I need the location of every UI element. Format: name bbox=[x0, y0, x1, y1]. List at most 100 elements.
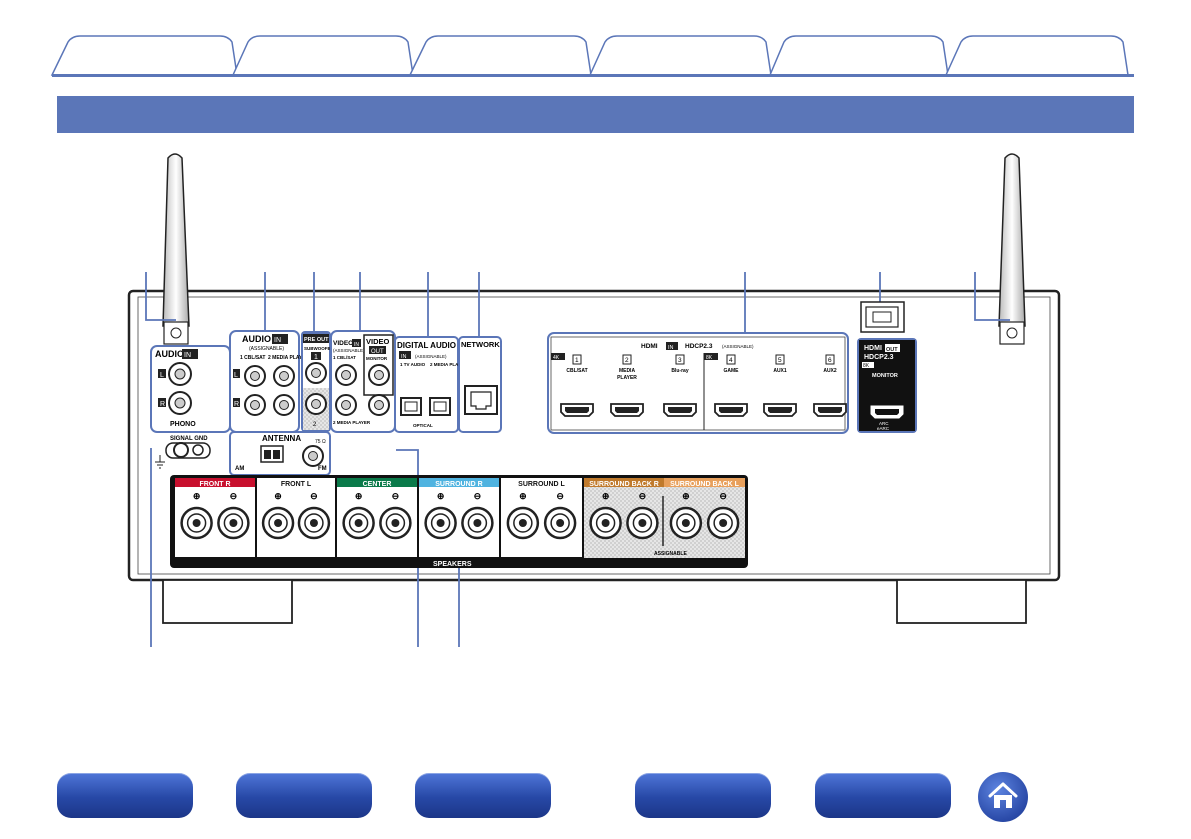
svg-text:R: R bbox=[160, 401, 165, 408]
svg-text:L: L bbox=[234, 372, 238, 379]
svg-text:⊕: ⊕ bbox=[437, 491, 445, 501]
svg-text:OUT: OUT bbox=[886, 347, 898, 353]
home-button[interactable] bbox=[978, 772, 1028, 822]
nav-button-4[interactable] bbox=[635, 773, 771, 818]
svg-text:HDMI: HDMI bbox=[641, 343, 658, 350]
audio-in-phono-group: AUDIO IN L R PHONO bbox=[150, 345, 231, 433]
hdmi-input-label: CBL/SAT bbox=[566, 368, 587, 374]
speakers-label: SPEAKERS bbox=[433, 561, 472, 568]
svg-text:⊖: ⊖ bbox=[310, 491, 318, 501]
speaker-group-label: SURROUND BACK R bbox=[589, 481, 659, 488]
nav-button-1[interactable] bbox=[57, 773, 193, 818]
speaker-groups: FRONT R⊕⊖FRONT L⊕⊖CENTER⊕⊖SURROUND R⊕⊖SU… bbox=[175, 478, 745, 557]
tab-3[interactable] bbox=[408, 35, 592, 76]
nav-button-3[interactable] bbox=[415, 773, 551, 818]
svg-text:⊖: ⊖ bbox=[556, 491, 564, 501]
svg-text:R: R bbox=[234, 401, 239, 408]
speaker-group-label: SURROUND L bbox=[518, 481, 565, 488]
svg-text:IN: IN bbox=[354, 342, 359, 348]
speaker-group-2: FRONT L⊕⊖ bbox=[257, 478, 335, 557]
tab-1[interactable] bbox=[50, 35, 238, 76]
svg-text:IN: IN bbox=[401, 354, 407, 360]
hdmi-in-group: HDMI IN HDCP2.3 (ASSIGNABLE) 4K 8K bbox=[547, 332, 849, 434]
svg-text:OPTICAL: OPTICAL bbox=[413, 423, 433, 428]
svg-text:4: 4 bbox=[729, 357, 733, 364]
section-title-bar bbox=[57, 96, 1134, 133]
svg-text:⊕: ⊕ bbox=[519, 491, 527, 501]
callout-lines bbox=[145, 272, 1010, 647]
svg-text:8K: 8K bbox=[706, 355, 713, 361]
svg-text:VIDEO: VIDEO bbox=[366, 337, 390, 346]
home-icon bbox=[988, 782, 1018, 808]
svg-text:1: 1 bbox=[314, 354, 318, 361]
svg-text:MONITOR: MONITOR bbox=[366, 356, 388, 361]
hdmi-input-label: PLAYER bbox=[617, 375, 637, 381]
svg-text:ASSIGNABLE: ASSIGNABLE bbox=[654, 551, 687, 557]
svg-text:SIGNAL GND: SIGNAL GND bbox=[170, 436, 208, 442]
svg-text:⊖: ⊖ bbox=[392, 491, 400, 501]
svg-text:⊕: ⊕ bbox=[682, 491, 690, 501]
rear-panel-diagram: AUDIO IN L R PHONO AUDIO IN (ASSIGNABLE)… bbox=[127, 153, 1061, 647]
svg-text:FM: FM bbox=[318, 466, 327, 472]
svg-text:1 CBL/SAT: 1 CBL/SAT bbox=[240, 355, 265, 361]
speaker-group-1: FRONT R ⊕ ⊖ bbox=[175, 478, 255, 557]
svg-text:2 MEDIA PLAYER: 2 MEDIA PLAYER bbox=[430, 362, 468, 367]
speaker-group-label: FRONT R bbox=[199, 481, 230, 488]
svg-text:IN: IN bbox=[668, 345, 674, 351]
nav-button-2[interactable] bbox=[236, 773, 372, 818]
svg-text:⊖: ⊖ bbox=[230, 491, 238, 501]
svg-text:⊕: ⊕ bbox=[193, 491, 201, 501]
speaker-group-4: SURROUND R⊕⊖ bbox=[419, 478, 499, 557]
svg-text:⊕: ⊕ bbox=[355, 491, 363, 501]
svg-text:⊖: ⊖ bbox=[639, 491, 647, 501]
svg-text:NETWORK: NETWORK bbox=[461, 340, 500, 349]
svg-text:5: 5 bbox=[778, 357, 782, 364]
svg-text:IN: IN bbox=[274, 337, 281, 344]
hdmi-input-label: AUX1 bbox=[773, 368, 787, 374]
hdmi-input-label: GAME bbox=[724, 368, 740, 374]
antenna-terminal-group: ANTENNA AM FM 75 Ω bbox=[229, 431, 331, 476]
svg-text:IN: IN bbox=[184, 352, 191, 359]
svg-text:SUBWOOFER: SUBWOOFER bbox=[304, 346, 334, 351]
speaker-group-7: SURROUND BACK L⊕⊖ bbox=[664, 478, 745, 540]
svg-text:⊕: ⊕ bbox=[602, 491, 610, 501]
tab-2[interactable] bbox=[231, 35, 414, 76]
tab-5[interactable] bbox=[768, 35, 949, 76]
svg-text:DIGITAL AUDIO: DIGITAL AUDIO bbox=[397, 341, 456, 350]
svg-text:3: 3 bbox=[678, 357, 682, 364]
svg-text:MONITOR: MONITOR bbox=[872, 373, 898, 379]
svg-text:HDCP2.3: HDCP2.3 bbox=[685, 343, 713, 350]
video-group: VIDEO IN (ASSIGNABLE) 1 CBL/SAT 2 MEDIA … bbox=[330, 330, 396, 433]
svg-text:2: 2 bbox=[625, 357, 629, 364]
nav-button-5[interactable] bbox=[815, 773, 951, 818]
top-tabs bbox=[50, 35, 1134, 77]
audio-in-title: AUDIO bbox=[155, 349, 184, 359]
speaker-group-label: SURROUND R bbox=[435, 481, 482, 488]
svg-text:4K: 4K bbox=[553, 355, 560, 361]
power-inlet-icon bbox=[860, 301, 905, 333]
svg-text:HDCP2.3: HDCP2.3 bbox=[864, 354, 894, 361]
speaker-group-3: CENTER⊕⊖ bbox=[337, 478, 417, 557]
feet bbox=[162, 579, 1027, 624]
hdmi-input-label: Blu-ray bbox=[671, 368, 688, 374]
svg-text:(ASSIGNABLE): (ASSIGNABLE) bbox=[249, 346, 284, 352]
hdmi-out-group: HDMI OUT HDCP2.3 8K MONITOR ARC eARC bbox=[857, 338, 917, 433]
antenna-right-icon bbox=[998, 153, 1026, 345]
tab-4[interactable] bbox=[588, 35, 772, 76]
svg-text:(ASSIGNABLE): (ASSIGNABLE) bbox=[415, 354, 447, 359]
svg-text:L: L bbox=[160, 372, 164, 379]
svg-text:1 CBL/SAT: 1 CBL/SAT bbox=[333, 355, 356, 360]
speaker-group-label: SURROUND BACK L bbox=[670, 481, 740, 488]
svg-text:eARC: eARC bbox=[877, 426, 890, 431]
tab-6[interactable] bbox=[944, 35, 1129, 76]
svg-text:2: 2 bbox=[313, 422, 317, 428]
svg-text:⊕: ⊕ bbox=[274, 491, 282, 501]
speaker-group-6: SURROUND BACK R ⊕ ⊖ bbox=[584, 478, 664, 540]
svg-text:AUDIO: AUDIO bbox=[242, 334, 271, 344]
